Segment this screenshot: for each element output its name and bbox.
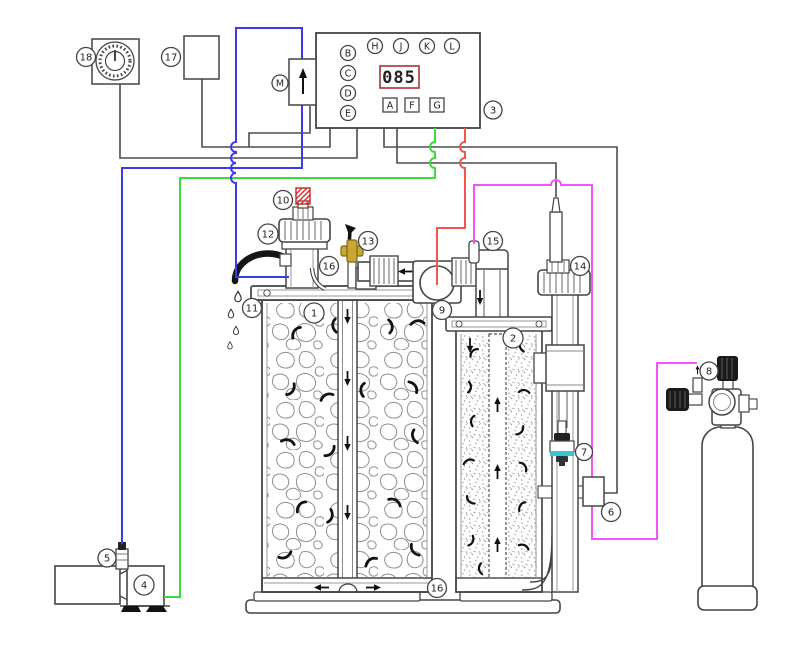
main-reactor-chamber (250, 285, 446, 593)
relay-box (183, 35, 220, 80)
label-3: 3 (490, 106, 496, 117)
base-plate (245, 591, 561, 614)
screw-cap (278, 218, 331, 243)
pump-head (126, 565, 165, 607)
timer (91, 38, 140, 85)
label-18: 18 (80, 53, 93, 64)
label-12: 12 (262, 230, 275, 241)
red-line (436, 128, 466, 285)
wire-relay-box (201, 79, 331, 148)
led-label-k: K (424, 41, 431, 52)
led-label-e: E (345, 108, 351, 119)
co2-cylinder (666, 356, 758, 611)
label-2: 2 (510, 334, 516, 345)
pressure-gauge (708, 388, 736, 416)
label-4: 4 (141, 581, 147, 592)
feed-down-pipe (475, 268, 509, 319)
float-sensor (549, 420, 575, 466)
control-wires-dark (119, 79, 618, 494)
button-a[interactable] (382, 97, 398, 113)
feed-pump (54, 542, 170, 612)
panel-buttons: A F G (382, 97, 445, 113)
label-7: 7 (581, 448, 587, 459)
level-box (582, 476, 605, 507)
column-collar (545, 344, 585, 392)
led-label-j: J (399, 41, 403, 52)
label-1: 1 (311, 309, 317, 320)
wire-motor-stub (248, 106, 311, 147)
label-17: 17 (165, 53, 178, 64)
component-labels: 1 2 3 4 5 6 7 8 9 10 11 12 13 14 15 16 1… (75, 46, 719, 599)
reactor-neck-assembly (278, 187, 331, 289)
chamber2-lid (445, 316, 553, 332)
blue-line (121, 27, 303, 544)
wire-level-box (383, 128, 618, 494)
magenta-line (473, 179, 697, 540)
led-label-d: D (344, 88, 351, 99)
co2-inlet-nipple (468, 240, 480, 264)
regulator-top-knob (717, 356, 738, 390)
button-g-label: G (433, 100, 440, 111)
led-label-l: L (449, 41, 455, 52)
label-9: 9 (439, 306, 445, 317)
indicator-leds: B C D E H J K L (339, 37, 461, 122)
wire-ph-electrode (396, 128, 557, 197)
flow-fitting (115, 542, 129, 570)
label-5: 5 (104, 554, 110, 565)
label-13: 13 (362, 237, 375, 248)
wire-timer (119, 84, 358, 159)
pump-motor (54, 565, 121, 605)
label-16-tube: 16 (323, 262, 336, 273)
label-6: 6 (608, 508, 614, 519)
inline-pump (288, 58, 317, 106)
label-m: M (276, 78, 284, 89)
button-g[interactable] (429, 97, 445, 113)
label-16-base: 16 (431, 584, 444, 595)
co2-regulator (666, 356, 758, 426)
button-a-label: A (387, 100, 394, 111)
label-11: 11 (246, 304, 259, 315)
led-label-c: C (345, 68, 352, 79)
seven-segment-display: 085 (379, 65, 420, 89)
label-8: 8 (706, 367, 712, 378)
label-14: 14 (574, 262, 587, 273)
button-f-label: F (409, 100, 414, 111)
label-15: 15 (487, 237, 500, 248)
recirc-tube (309, 267, 327, 292)
union-nut-left (369, 255, 399, 287)
control-panel: B C D E H J K L 085 A F G (315, 32, 481, 129)
led-label-h: H (371, 41, 378, 52)
red-bleed-knob (295, 187, 311, 205)
secondary-chamber (445, 316, 553, 593)
label-10: 10 (277, 196, 290, 207)
display-value: 085 (382, 68, 416, 88)
led-label-b: B (345, 48, 352, 59)
ph-electrode (537, 197, 591, 296)
gas-inlet (692, 377, 703, 393)
regulator-side-knob (666, 388, 703, 411)
green-line (164, 128, 436, 598)
button-f[interactable] (404, 97, 420, 113)
effluent-column (521, 197, 591, 593)
